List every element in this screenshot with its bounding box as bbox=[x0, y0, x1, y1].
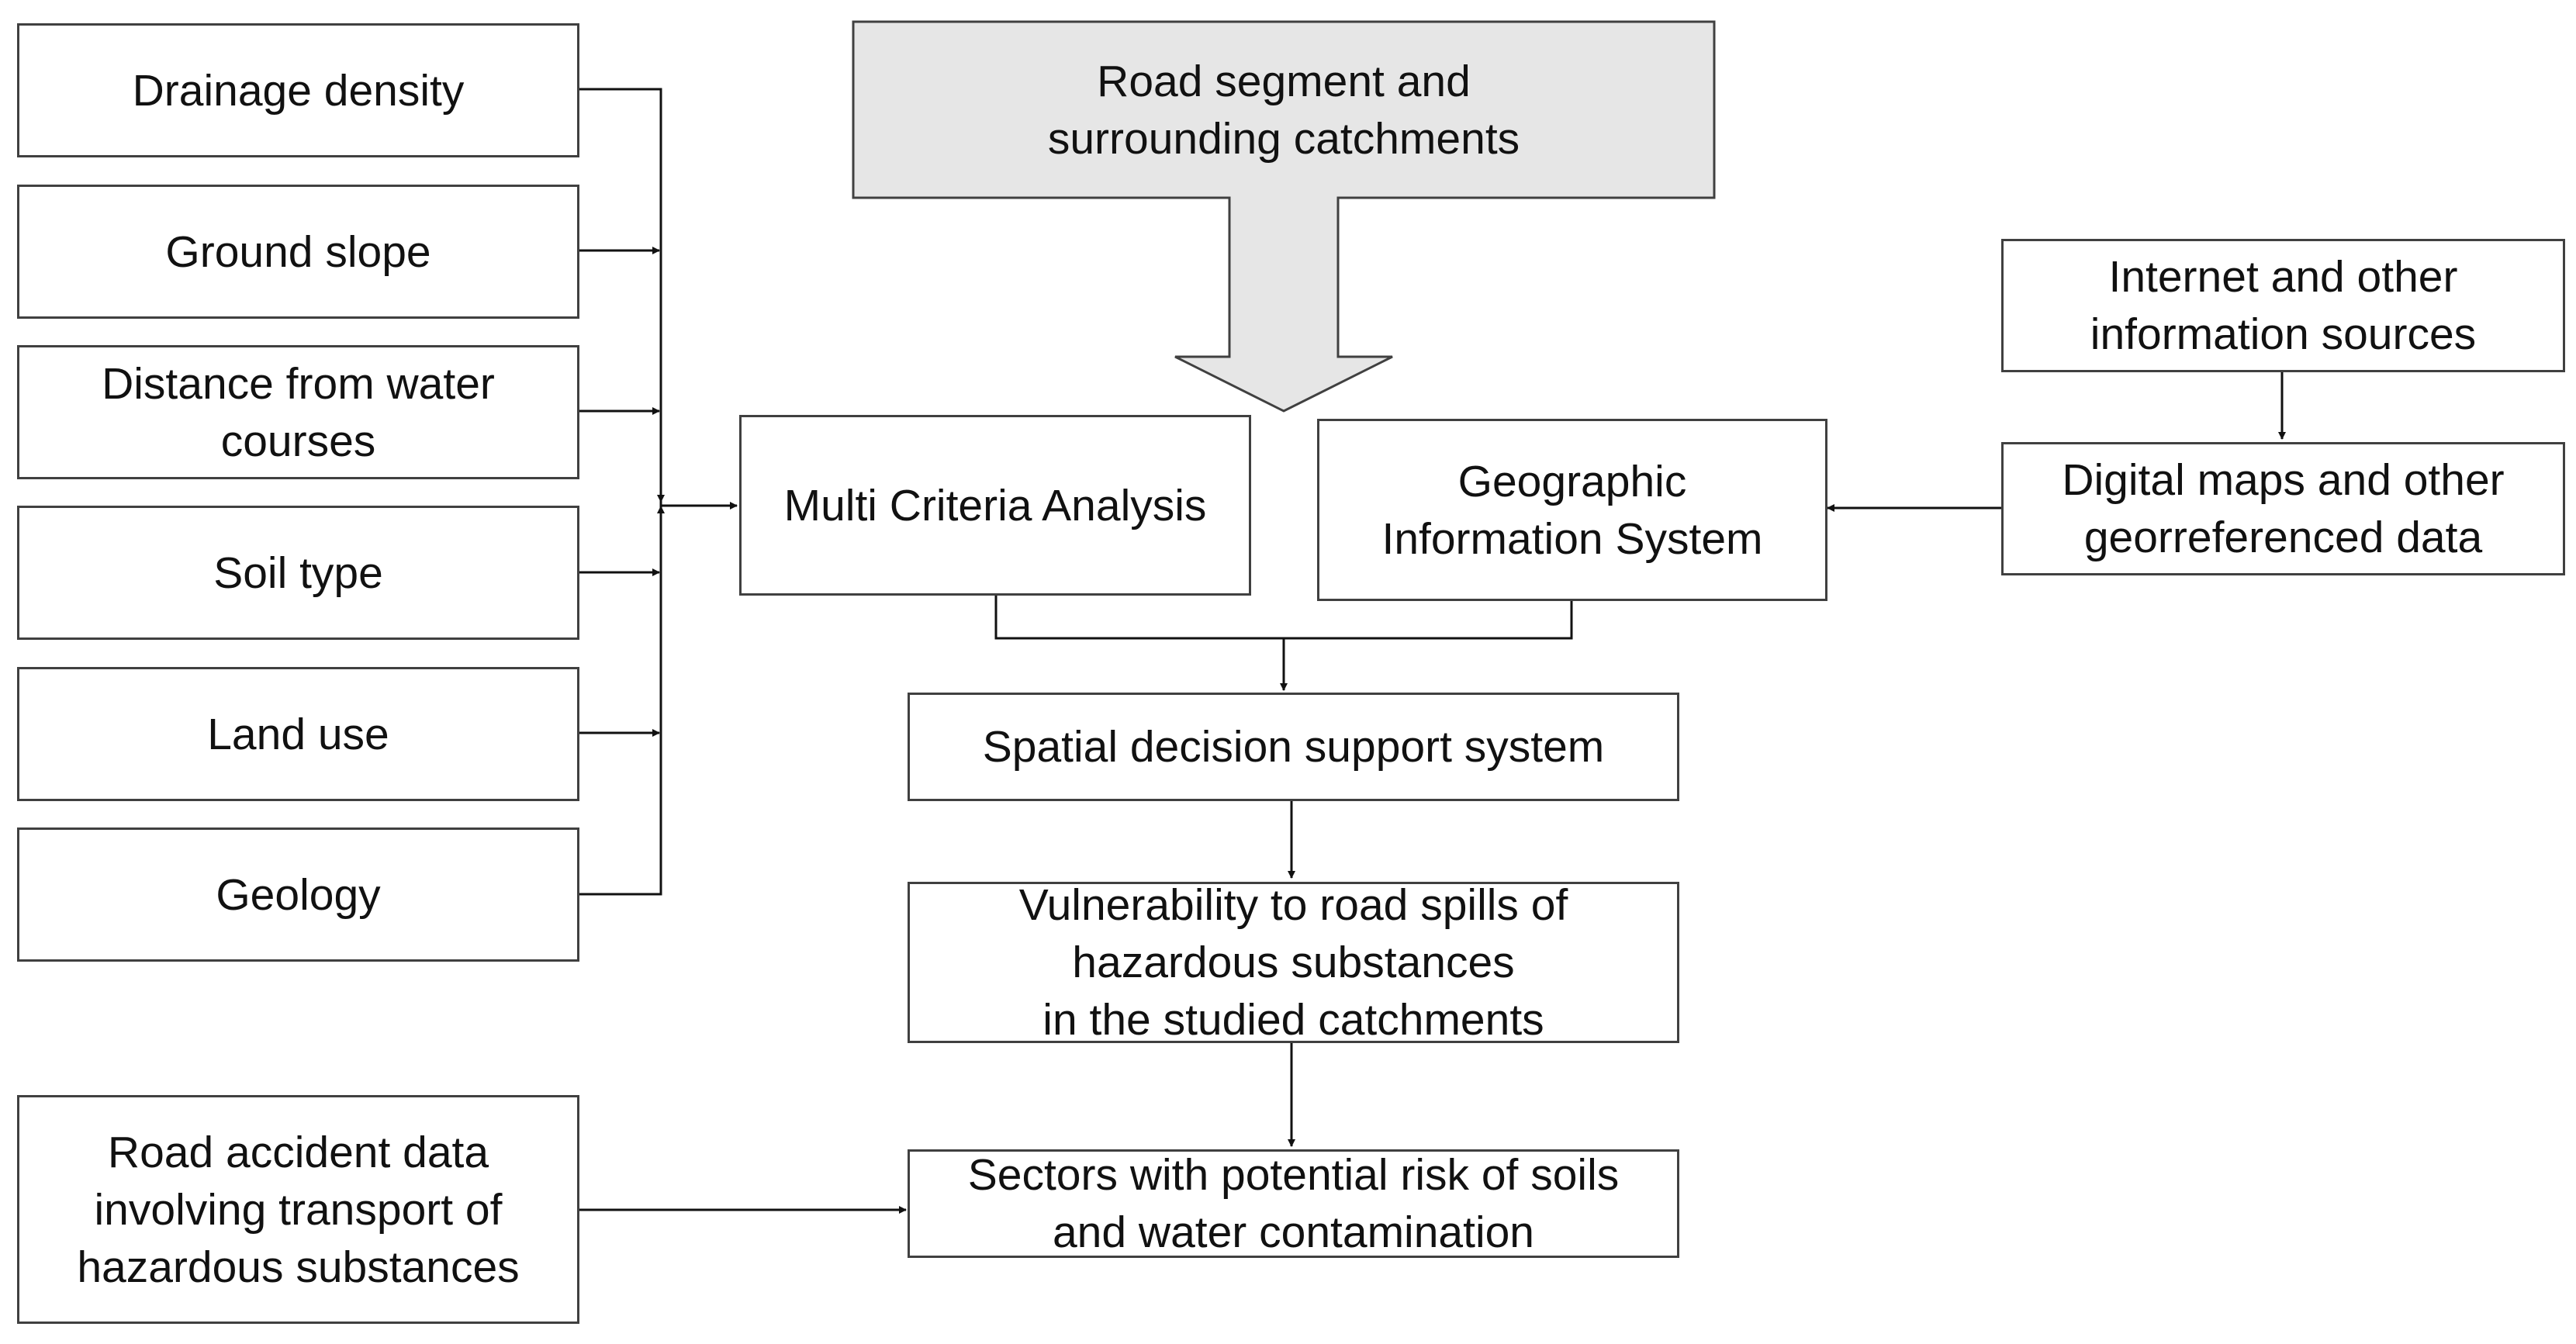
internet-sources-box: Internet and other information sources bbox=[2001, 239, 2565, 372]
road-accident-data-box: Road accident data involving transport o… bbox=[17, 1095, 579, 1324]
spatial-decision-support-box: Spatial decision support system bbox=[908, 693, 1679, 801]
distance-from-water-box: Distance from water courses bbox=[17, 345, 579, 479]
land-use-box: Land use bbox=[17, 667, 579, 801]
soil-type-box: Soil type bbox=[17, 506, 579, 640]
vulnerability-box: Vulnerability to road spills of hazardou… bbox=[908, 880, 1679, 1045]
sectors-risk-box: Sectors with potential risk of soils and… bbox=[908, 1149, 1679, 1258]
road-segment-label: Road segment and surrounding catchments bbox=[1047, 56, 1520, 164]
digital-maps-box: Digital maps and other georreferenced da… bbox=[2001, 442, 2565, 575]
drainage-density-box: Drainage density bbox=[17, 23, 579, 157]
bus-top-line bbox=[579, 88, 662, 504]
geology-box: Geology bbox=[17, 827, 579, 962]
ground-slope-box: Ground slope bbox=[17, 185, 579, 319]
road-segment-block-arrow bbox=[852, 20, 1716, 413]
gis-box: Geographic Information System bbox=[1317, 419, 1827, 601]
multi-criteria-analysis-box: Multi Criteria Analysis bbox=[739, 415, 1251, 596]
bus-bottom-line bbox=[579, 504, 662, 896]
merge-line-mca-gis bbox=[994, 596, 1573, 640]
